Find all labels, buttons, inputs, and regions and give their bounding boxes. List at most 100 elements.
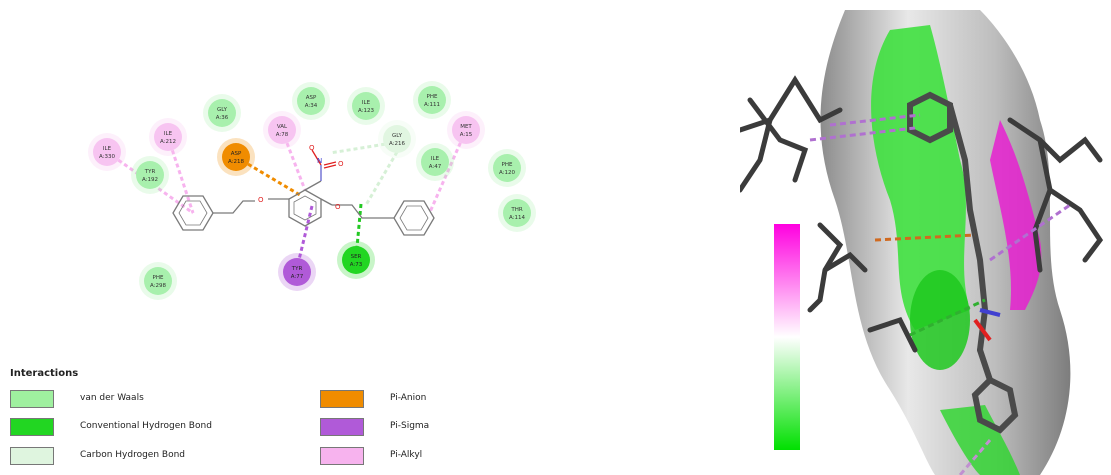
- residue-number: A:216: [389, 141, 406, 147]
- residue-disc: [352, 92, 380, 120]
- residue-disc: [283, 258, 311, 286]
- residue-number: A:36: [216, 115, 229, 121]
- residue-tyr-a-192: TYR A:192: [131, 156, 169, 194]
- legend-label: Carbon Hydrogen Bond: [80, 450, 186, 460]
- residue-ile-a-330: ILE A:330: [88, 133, 126, 171]
- nitro-oxygen-b: O: [338, 160, 344, 168]
- pi-sigma-line-tyr77: [295, 205, 314, 269]
- residue-number: A:192: [142, 177, 158, 183]
- carbon-hbond-line-gly216-b: [364, 151, 399, 206]
- residue-ser-a-73: SER A:73: [337, 241, 375, 279]
- residue-name: GLY: [392, 133, 403, 139]
- residue-number: A:111: [424, 102, 440, 108]
- residue-number: A:114: [509, 215, 526, 221]
- residue-number: A:120: [499, 170, 516, 176]
- binding-pocket-3d-view: [740, 10, 1104, 475]
- benzyl-ring-left: [172, 195, 214, 231]
- interaction-legend: Interactions van der Waals Conventional …: [10, 368, 630, 475]
- legend-label: Pi-Anion: [390, 393, 427, 403]
- residue-number: A:15: [460, 132, 473, 138]
- residue-phe-a-120: PHE A:120: [488, 149, 526, 187]
- legend-swatch: [10, 418, 54, 436]
- residue-name: ASP: [306, 95, 317, 101]
- residue-number: A:298: [150, 283, 167, 289]
- legend-swatch: [320, 447, 364, 465]
- residue-disc: [503, 199, 531, 227]
- residue-number: A:77: [291, 274, 304, 280]
- residue-name: GLY: [217, 107, 228, 113]
- residue-thr-a-114: THR A:114: [498, 194, 536, 232]
- legend-swatch: [320, 390, 364, 408]
- benzyl-ring-right: [393, 200, 435, 236]
- residue-number: A:34: [305, 103, 318, 109]
- legend-title: Interactions: [10, 368, 79, 379]
- residue-ile-a-123: ILE A:123: [347, 87, 385, 125]
- residue-val-a-78: VAL A:78: [263, 111, 301, 149]
- residue-asp-a-34: ASP A:34: [292, 82, 330, 120]
- residue-phe-a-298: PHE A:298: [139, 262, 177, 300]
- legend-swatch: [10, 390, 54, 408]
- legend-label: Pi-Sigma: [390, 421, 430, 431]
- residue-number: A:47: [429, 164, 442, 170]
- residue-disc: [342, 246, 370, 274]
- hydrophobicity-color-scale: [774, 224, 800, 450]
- nitro-oxygen-a: O: [309, 144, 315, 152]
- residue-disc: [136, 161, 164, 189]
- pi-anion-line-asp218: [235, 155, 301, 197]
- residue-disc: [208, 99, 236, 127]
- residue-name: ILE: [431, 156, 440, 162]
- residue-name: MET: [460, 124, 472, 130]
- residue-number: A:73: [350, 262, 363, 268]
- residue-name: TYR: [144, 169, 156, 175]
- carbon-hbond-line-gly216-a: [329, 141, 393, 155]
- residue-disc: [144, 267, 172, 295]
- residue-disc: [383, 125, 411, 153]
- hydrophilic-magenta-patch: [990, 120, 1042, 310]
- residue-number: A:78: [276, 132, 289, 138]
- oxygen-label-left: O: [258, 196, 264, 204]
- residue-number: A:218: [228, 159, 245, 165]
- residue-met-a-15: MET A:15: [447, 111, 485, 149]
- residue-name: THR: [510, 207, 522, 213]
- residue-disc: [268, 116, 296, 144]
- residue-disc: [154, 123, 182, 151]
- linker-left: [213, 200, 255, 214]
- residue-sticks: [740, 75, 1104, 353]
- legend-label: van der Waals: [80, 393, 144, 403]
- ligand-structure: [172, 149, 435, 236]
- residue-name: ILE: [164, 131, 173, 137]
- residue-number: A:330: [99, 154, 116, 160]
- residue-disc: [297, 87, 325, 115]
- residue-disc: [222, 143, 250, 171]
- residue-ile-a-47: ILE A:47: [416, 143, 454, 181]
- residue-name: ILE: [362, 100, 371, 106]
- residue-name: PHE: [502, 162, 513, 168]
- pi-alkyl-line-met15: [428, 129, 468, 213]
- residue-gly-a-216: GLY A:216: [378, 120, 416, 158]
- oxygen-label-right: O: [335, 203, 341, 211]
- legend-label: Conventional Hydrogen Bond: [80, 421, 212, 431]
- residue-name: VAL: [277, 124, 288, 130]
- residue-phe-a-111: PHE A:111: [413, 81, 451, 119]
- residue-number: A:123: [358, 108, 375, 114]
- residue-name: ILE: [103, 146, 112, 152]
- residue-name: ASP: [231, 151, 242, 157]
- residue-gly-a-36: GLY A:36: [203, 94, 241, 132]
- residue-disc: [418, 86, 446, 114]
- residue-name: PHE: [427, 94, 438, 100]
- nitrogen-label: N: [317, 157, 322, 165]
- residue-number: A:212: [160, 139, 176, 145]
- residue-name: SER: [351, 254, 362, 260]
- interaction-diagram-2d: O O N O O ILEA:330ILEA:212GLYA:36ASPA:34…: [88, 81, 536, 300]
- interaction-dashes-3d: [809, 113, 1071, 475]
- linker-right: [332, 204, 394, 219]
- residue-name: PHE: [153, 275, 164, 281]
- residue-ile-a-212: ILE A:212: [149, 118, 187, 156]
- legend-swatch: [10, 447, 54, 465]
- residue-disc: [421, 148, 449, 176]
- residue-disc: [93, 138, 121, 166]
- legend-label: Pi-Alkyl: [390, 450, 423, 460]
- residue-asp-a-218: ASP A:218: [217, 138, 255, 176]
